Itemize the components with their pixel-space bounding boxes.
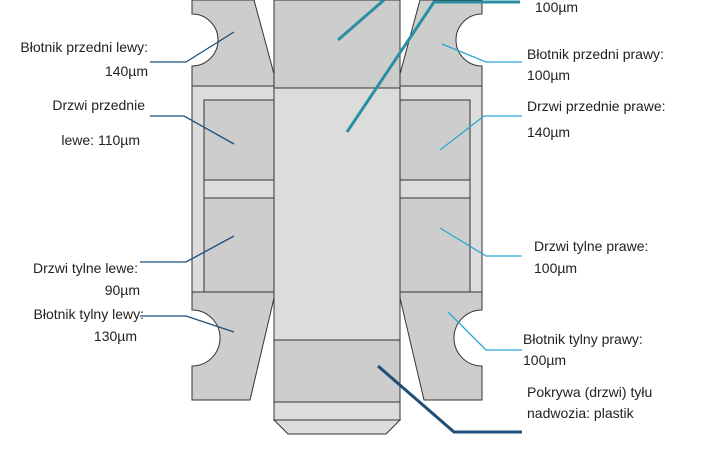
tailgate-panel	[273, 339, 401, 403]
front-right-fender-leader	[441, 43, 522, 63]
front-right-fender-name-label: Błotnik przedni prawy:	[527, 46, 664, 62]
front-right-door	[399, 99, 471, 181]
cabin-center-panel	[273, 87, 401, 341]
front-left-door-value-label: lewe: 110µm	[61, 132, 140, 148]
front-left-door-name-label: Drzwi przednie	[52, 97, 145, 113]
front-left-fender-value-label: 140µm	[104, 63, 148, 79]
rear-left-door	[203, 197, 275, 293]
tailgate-label-line2: nadwozia: plastik	[527, 405, 634, 421]
rear-right-fender-value-label: 100µm	[523, 352, 567, 368]
rear-left-fender-value-label: 130µm	[93, 328, 137, 344]
front-right-fender	[399, 0, 483, 87]
front-left-fender-leader	[150, 31, 235, 63]
front-right-door-value-label: 140µm	[527, 124, 571, 140]
rear-left-fender-leader	[140, 315, 235, 333]
rear-right-fender-leader	[447, 311, 522, 351]
tailgate-leader-line	[377, 364, 522, 434]
rear-left-door-value-label: 90µm	[104, 282, 140, 298]
rear-left-fender	[191, 291, 275, 401]
front-right-fender-value-label: 100µm	[527, 67, 571, 83]
rear-left-door-leader	[140, 235, 235, 263]
rear-bumper-tip	[272, 419, 402, 435]
front-right-door-name-label: Drzwi przednie prawe:	[527, 98, 666, 114]
rear-right-door	[399, 197, 471, 293]
rear-bumper-strip	[273, 401, 401, 421]
front-left-fender-name-label: Błotnik przedni lewy:	[20, 39, 148, 55]
rear-right-door-leader	[439, 227, 522, 257]
front-left-fender	[191, 0, 275, 87]
rear-left-fender-name-label: Błotnik tylny lewy:	[33, 306, 144, 322]
top-right-value-label: 100µm	[535, 0, 579, 15]
tailgate-label-line1: Pokrywa (drzwi) tyłu	[527, 384, 653, 400]
rear-right-door-value-label: 100µm	[534, 260, 578, 276]
front-right-door-leader	[439, 115, 522, 151]
rear-left-door-name-label: Drzwi tylne lewe:	[32, 260, 138, 276]
cabin-leader-line	[345, 0, 520, 133]
front-left-door-leader	[150, 115, 235, 145]
rear-right-fender-name-label: Błotnik tylny prawy:	[523, 331, 643, 347]
rear-right-door-name-label: Drzwi tylne prawe:	[534, 238, 649, 254]
roof-panel	[273, 0, 401, 89]
rear-right-fender	[399, 291, 483, 401]
roof-leader-line	[337, 0, 385, 42]
front-left-door	[203, 99, 275, 181]
